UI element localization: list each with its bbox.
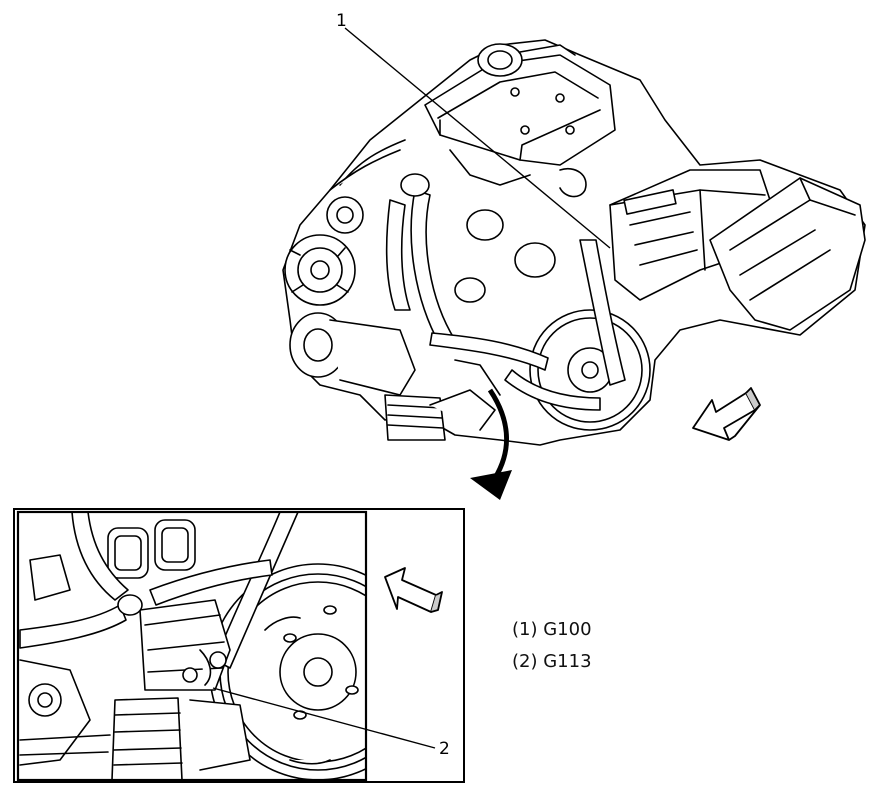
legend-label: G100 [543,619,592,640]
callout-1-number: 1 [336,11,347,31]
callout-1-leader [344,27,611,249]
legend-item-1: (1) G100 [512,614,592,646]
front-direction-arrow [692,387,761,441]
inset-illustration [19,512,366,780]
legend-item-2: (2) G113 [512,646,592,678]
legend-number: (1) [512,619,538,640]
callout-2-leader [212,687,436,749]
detail-inset [16,510,368,782]
detail-view-arrow [470,388,512,500]
legend-label: G113 [543,651,592,672]
legend: (1) G100 (2) G113 [512,614,592,678]
engine-illustration [282,39,866,446]
inset-direction-arrow [384,567,443,613]
legend-number: (2) [512,651,538,672]
inset-frame [16,510,368,782]
callout-2-number: 2 [439,739,450,759]
detail-box [13,508,465,783]
